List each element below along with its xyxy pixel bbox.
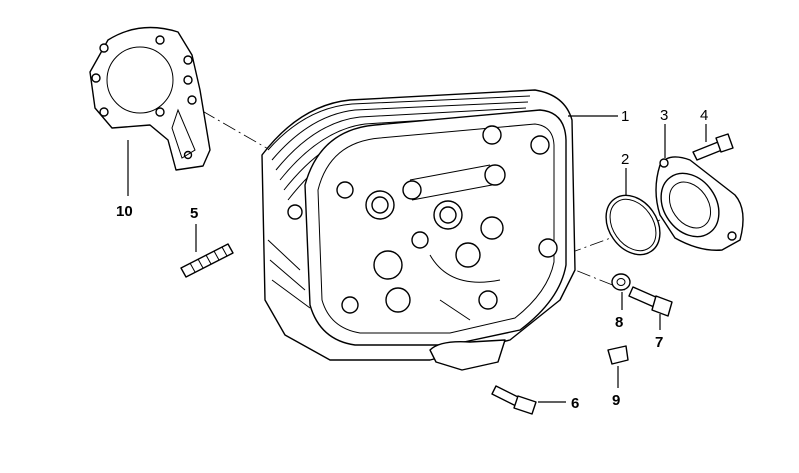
- callout-2: 2: [621, 151, 629, 168]
- bolt-part-4[interactable]: [692, 133, 734, 161]
- bolt-part-6[interactable]: [491, 385, 537, 415]
- washer-part-8[interactable]: [611, 273, 631, 291]
- cylinder-head-part-1[interactable]: [261, 89, 576, 371]
- callout-3: 3: [660, 107, 668, 124]
- callout-7: 7: [655, 334, 663, 351]
- callout-5: 5: [190, 205, 198, 222]
- o-ring-part-2[interactable]: [595, 185, 671, 265]
- callout-6: 6: [571, 395, 579, 412]
- bolt-part-7[interactable]: [628, 286, 673, 317]
- leader-lines: [127, 115, 707, 403]
- callout-1: 1: [621, 108, 629, 125]
- gasket-part-10[interactable]: [89, 26, 211, 171]
- callout-8: 8: [615, 314, 623, 331]
- callout-labels: 1 2 3 4 5 6 7 8 9 10: [116, 107, 708, 412]
- cover-part-3[interactable]: [649, 156, 744, 251]
- plug-part-9[interactable]: [607, 345, 629, 365]
- callout-10: 10: [116, 203, 133, 220]
- callout-4: 4: [700, 107, 708, 124]
- callout-9: 9: [612, 392, 620, 409]
- stud-part-5[interactable]: [180, 243, 234, 278]
